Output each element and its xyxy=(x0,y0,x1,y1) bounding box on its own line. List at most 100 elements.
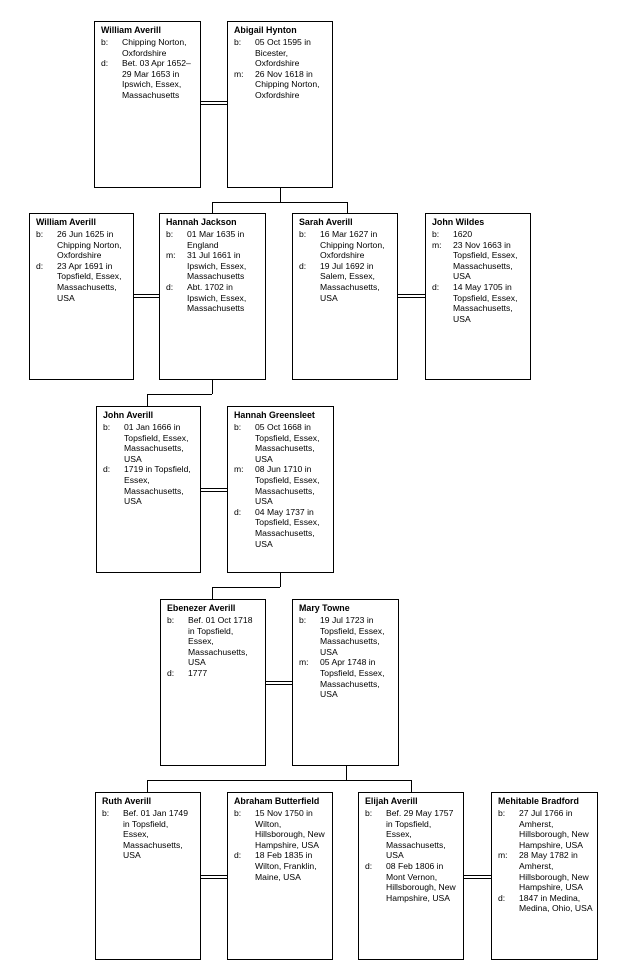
sibling-line xyxy=(212,202,347,203)
person-name: Hannah Greensleet xyxy=(234,410,315,420)
person-card[interactable]: Ruth Averill b:Bef. 01 Jan 1749 in Topsf… xyxy=(95,792,201,960)
person-name: William Averill xyxy=(101,25,161,35)
event-label: d: xyxy=(498,892,506,903)
event-label: b: xyxy=(299,229,307,239)
marriage-line xyxy=(266,681,292,682)
person-card[interactable]: John Averill b:01 Jan 1666 in Topsfield,… xyxy=(96,406,201,573)
sibling-line xyxy=(212,587,280,588)
person-card[interactable]: John Wildes b: 1620 m: 23 Nov 1663 in Tops… xyxy=(425,213,531,380)
event-birth: b:26 Jun 1625 in Chipping Norton, Oxford… xyxy=(36,229,129,261)
person-card[interactable]: Mehitable Bradford b:27 Jul 1766 in Amhe… xyxy=(491,792,598,960)
marriage-line xyxy=(266,684,292,685)
descent-line xyxy=(147,394,148,406)
person-name: Abraham Butterfield xyxy=(234,796,320,806)
event-text: 19 Jul 1723 in Topsfield, Essex, Massach… xyxy=(320,615,385,657)
descent-line xyxy=(212,202,213,213)
person-name: Ruth Averill xyxy=(102,796,152,806)
event-label: m: xyxy=(498,850,508,861)
event-text: 28 May 1782 in Amherst, Hillsborough, Ne… xyxy=(519,850,589,893)
event-birth: b:Bef. 29 May 1757 in Topsfield, Essex, … xyxy=(365,808,459,861)
marriage-line xyxy=(398,297,425,298)
event-birth: b:01 Mar 1635 in England xyxy=(166,229,261,250)
event-label: d: xyxy=(103,464,111,475)
event-text: 1620 xyxy=(453,229,473,239)
event-text: 04 May 1737 in Topsfield, Essex, Massach… xyxy=(255,506,320,549)
event-text: 16 Mar 1627 in Chipping Norton, Oxfordsh… xyxy=(320,229,385,261)
person-card[interactable]: William Averill b:26 Jun 1625 in Chippin… xyxy=(29,213,134,380)
event-birth: b:01 Jan 1666 in Topsfield, Essex, Massa… xyxy=(103,422,196,464)
event-label: b: xyxy=(234,422,242,432)
event-label: d: xyxy=(234,506,242,517)
event-label: b: xyxy=(432,229,440,239)
person-card[interactable]: William Averill b:Chipping Norton, Oxfor… xyxy=(94,21,201,188)
marriage-line xyxy=(464,878,491,879)
event-text: 23 Nov 1663 in Topsfield, Essex, Massach… xyxy=(453,239,518,282)
event-text: 1719 in Topsfield, Essex, Massachusetts,… xyxy=(124,464,191,507)
event-label: m: xyxy=(234,68,244,79)
event-birth: b:27 Jul 1766 in Amherst, Hillsborough, … xyxy=(498,808,593,850)
marriage-line xyxy=(201,491,227,492)
event-label: m: xyxy=(432,239,442,250)
event-text: 08 Jun 1710 in Topsfield, Essex, Massach… xyxy=(255,464,320,507)
event-label: m: xyxy=(166,250,176,261)
event-marriage: m: 23 Nov 1663 in Topsfield, Essex, Massa… xyxy=(432,240,526,282)
marriage-line xyxy=(201,104,227,105)
event-text: 31 Jul 1661 in Ipswich, Essex, Massachus… xyxy=(187,250,247,282)
event-label: b: xyxy=(101,37,109,47)
person-card[interactable]: Hannah Jackson b:01 Mar 1635 in England … xyxy=(159,213,266,380)
person-name: Mehitable Bradford xyxy=(498,796,579,806)
person-card[interactable]: Abraham Butterfield b:15 Nov 1750 in Wil… xyxy=(227,792,333,960)
marriage-line xyxy=(201,488,227,489)
event-label: d: xyxy=(234,850,242,861)
event-text: 27 Jul 1766 in Amherst, Hillsborough, Ne… xyxy=(519,808,589,850)
sibling-line xyxy=(147,394,212,395)
event-death: d: 18 Feb 1835 in Wilton, Franklin, Maine… xyxy=(234,850,328,882)
event-marriage: m: 28 May 1782 in Amherst, Hillsborough, … xyxy=(498,850,593,892)
descent-line xyxy=(346,766,347,780)
person-name: Elijah Averill xyxy=(365,796,418,806)
event-marriage: m: 31 Jul 1661 in Ipswich, Essex, Massach… xyxy=(166,250,261,282)
person-card[interactable]: Sarah Averill b: 16 Mar 1627 in Chipping … xyxy=(292,213,398,380)
marriage-line xyxy=(134,294,159,295)
person-card[interactable]: Abigail Hynton b:05 Oct 1595 in Bicester… xyxy=(227,21,333,188)
person-name: Ebenezer Averill xyxy=(167,603,236,613)
event-text: 18 Feb 1835 in Wilton, Franklin, Maine, … xyxy=(255,850,317,882)
event-text: 23 Apr 1691 in Topsfield, Essex, Massach… xyxy=(57,260,122,303)
event-label: d: xyxy=(101,58,109,69)
descent-line xyxy=(212,587,213,599)
event-text: 01 Jan 1666 in Topsfield, Essex, Massach… xyxy=(124,422,189,464)
marriage-line xyxy=(201,878,227,879)
event-text: Abt. 1702 in Ipswich, Essex, Massachuset… xyxy=(187,281,247,314)
event-birth: b:Chipping Norton, Oxfordshire xyxy=(101,37,196,58)
event-text: 01 Mar 1635 in England xyxy=(187,229,245,250)
event-label: b: xyxy=(365,808,373,818)
person-card[interactable]: Hannah Greensleet b: 05 Oct 1668 in Topsf… xyxy=(227,406,334,573)
event-birth: b: 05 Oct 1668 in Topsfield, Essex, Massa… xyxy=(234,422,329,464)
person-name: William Averill xyxy=(36,217,96,227)
event-marriage: m:05 Apr 1748 in Topsfield, Essex, Massa… xyxy=(299,657,394,699)
event-text: 1847 in Medina, Medina, Ohio, USA xyxy=(519,892,593,914)
event-death: d: 1847 in Medina, Medina, Ohio, USA xyxy=(498,893,593,914)
marriage-line xyxy=(398,294,425,295)
sibling-line xyxy=(147,780,411,781)
person-name: Sarah Averill xyxy=(299,217,353,227)
event-label: b: xyxy=(36,229,44,239)
event-text: 26 Nov 1618 in Chipping Norton, Oxfordsh… xyxy=(255,68,320,100)
event-birth: b:Bef. 01 Oct 1718 in Topsfield, Essex, … xyxy=(167,615,261,668)
event-label: d: xyxy=(166,281,174,292)
event-death: d:1777 xyxy=(167,668,261,679)
event-label: d: xyxy=(299,260,307,271)
event-death: d:19 Jul 1692 in Salem, Essex, Massachus… xyxy=(299,261,393,303)
person-card[interactable]: Elijah Averill b:Bef. 29 May 1757 in Top… xyxy=(358,792,464,960)
event-death: d:23 Apr 1691 in Topsfield, Essex, Massa… xyxy=(36,261,129,303)
person-card[interactable]: Mary Towne b:19 Jul 1723 in Topsfield, E… xyxy=(292,599,399,766)
event-text: 05 Oct 1668 in Topsfield, Essex, Massach… xyxy=(255,422,320,464)
person-name: John Wildes xyxy=(432,217,485,227)
descent-line xyxy=(347,202,348,213)
event-text: 14 May 1705 in Topsfield, Essex, Massach… xyxy=(453,281,518,324)
event-death: d:Bet. 03 Apr 1652–29 Mar 1653 in Ipswic… xyxy=(101,58,196,100)
event-birth: b:05 Oct 1595 in Bicester, Oxfordshire xyxy=(234,37,328,69)
person-card[interactable]: Ebenezer Averill b:Bef. 01 Oct 1718 in T… xyxy=(160,599,266,766)
event-label: b: xyxy=(167,615,175,625)
descent-line xyxy=(280,573,281,587)
